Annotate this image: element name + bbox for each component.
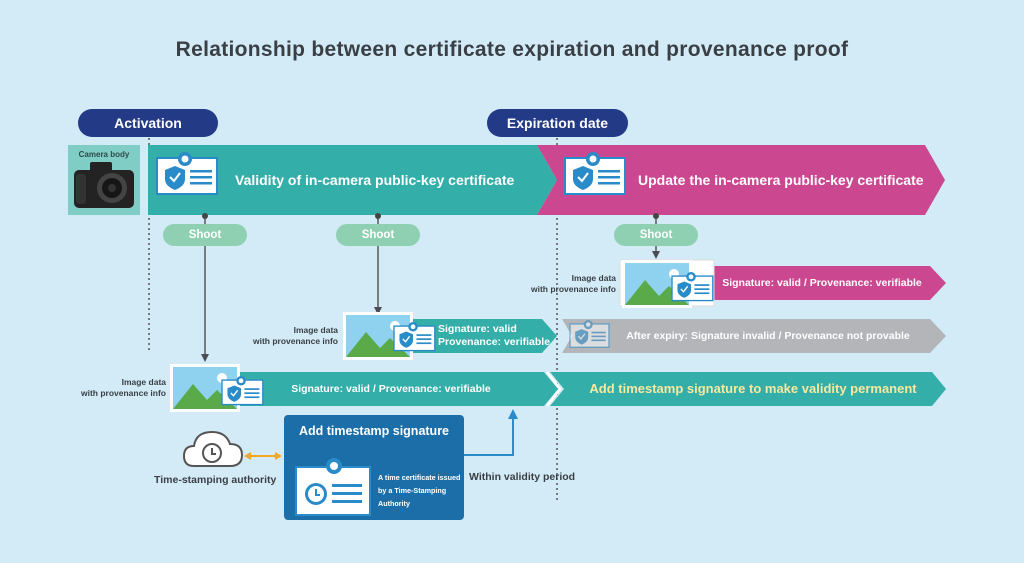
middle-right-status-bar [562,319,946,353]
validity-band [148,145,557,215]
upper-right-status-text: Signature: valid / Provenance: verifiabl… [722,277,922,289]
camera-icon [74,162,134,208]
timestamp-box-title: Add timestamp signature [298,424,450,438]
cloud-icon [182,430,244,467]
validity-band-label: Validity of in-camera public-key certifi… [235,172,515,188]
certificate-icon [671,271,714,302]
certificate-icon [564,151,626,195]
middle-left-status-text: Signature: valid Provenance: verifiable [438,323,551,348]
camera-label: Camera body [78,150,130,159]
within-validity-label: Within validity period [469,471,576,483]
update-band [537,145,945,215]
tsa-label: Time-stamping authority [154,474,277,486]
certificate-icon [156,151,218,195]
shoot-label: Shoot [336,224,420,246]
timestamp-box-description: A time certificate issued by a Time-Stam… [378,473,461,508]
activation-marker: Activation [78,109,218,137]
camera-box [68,145,140,215]
middle-left-status-bar [400,319,557,353]
shoot-label: Shoot [614,224,698,246]
certificate-icon [221,375,264,406]
image-data-label: Image data with provenance info [80,377,166,398]
middle-right-status-text: After expiry: Signature invalid / Proven… [626,330,910,342]
clock-icon [305,483,327,505]
upper-right-status-bar [690,266,946,300]
lower-left-status-bar [170,372,558,406]
image-data-label: Image data with provenance info [530,273,616,294]
timestamp-arrow [464,409,518,456]
certificate-icon [569,319,610,348]
image-data-label: Image data with provenance info [252,325,338,346]
shoot-label: Shoot [163,224,247,246]
lower-right-status-bar [550,372,946,406]
certificate-icon [393,321,436,352]
lower-left-status-text: Signature: valid / Provenance: verifiabl… [291,383,491,395]
tsa-connector [244,452,282,460]
update-band-label: Update the in-camera public-key certific… [638,172,924,188]
expiration-marker: Expiration date [487,109,628,137]
page-title: Relationship between certificate expirat… [175,38,849,61]
lower-right-status-text: Add timestamp signature to make validity… [589,381,917,396]
